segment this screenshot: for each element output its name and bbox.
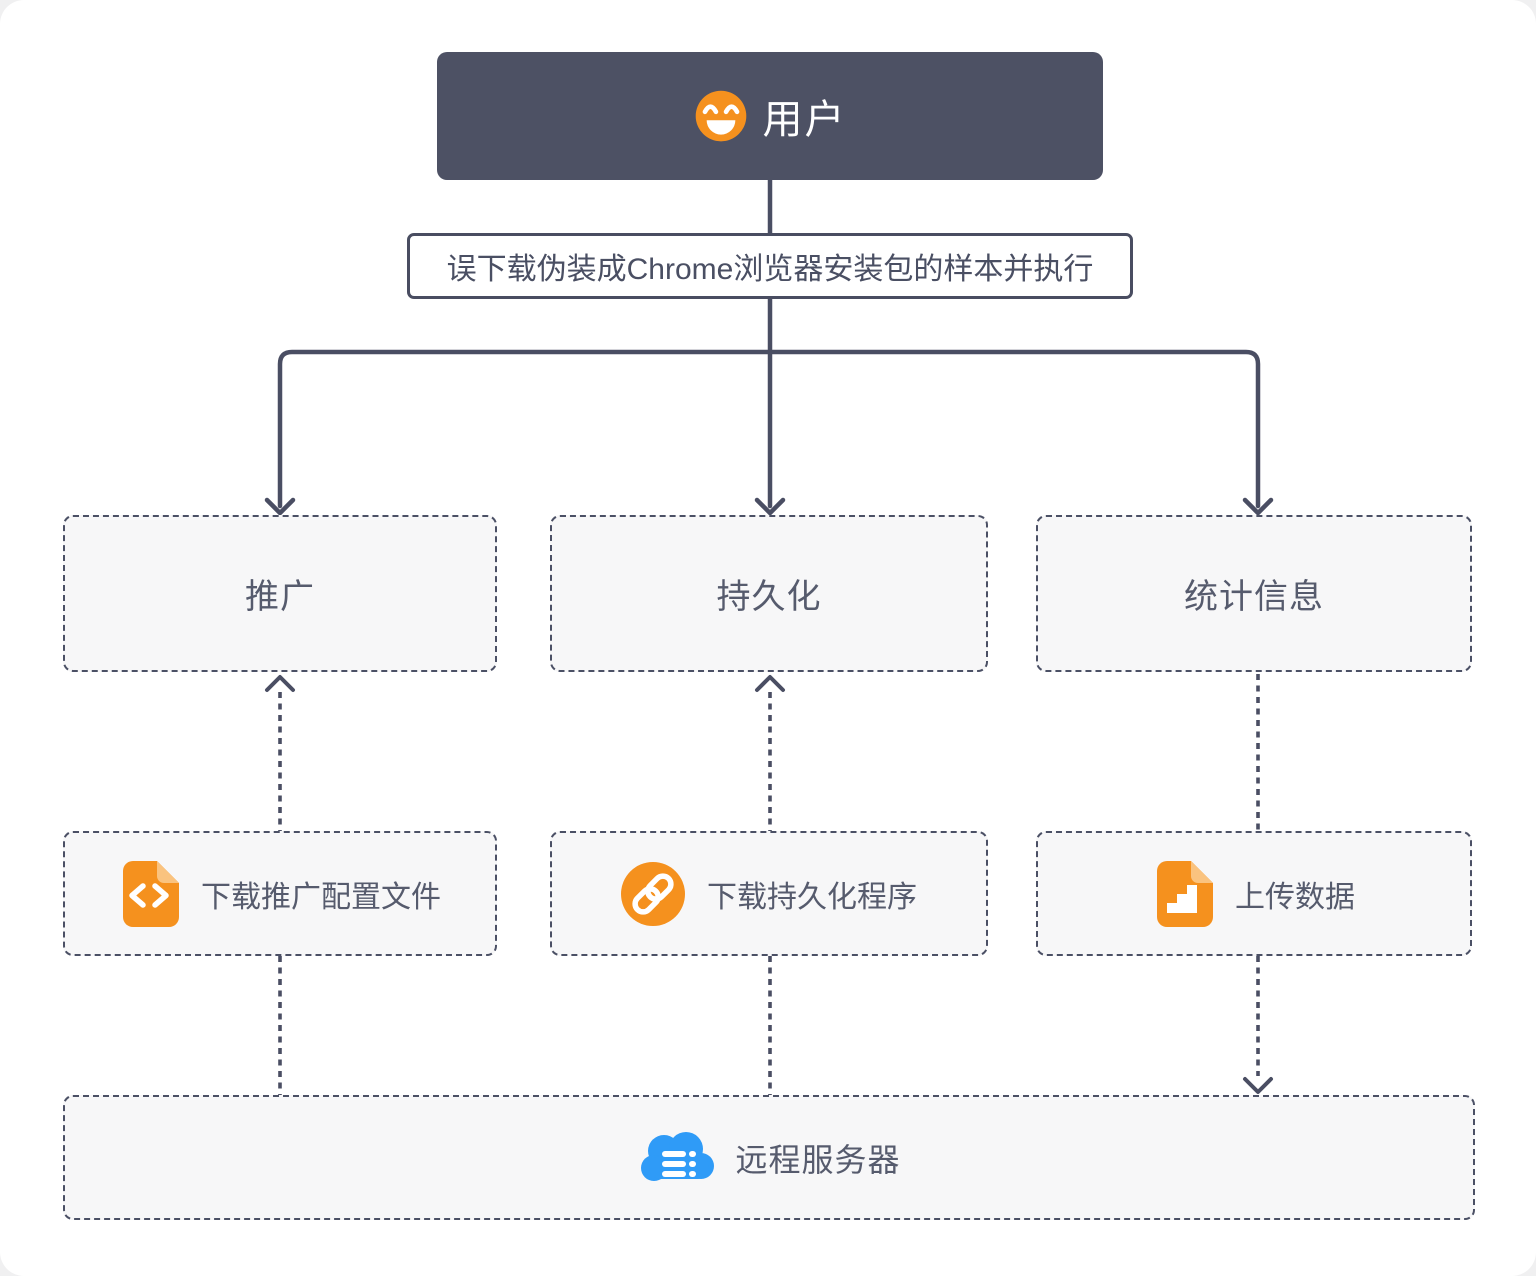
node-user: 用户 [437, 52, 1103, 180]
task-download-persistence-label: 下载持久化程序 [707, 880, 917, 914]
smiley-icon [694, 89, 748, 143]
edge-action-promotion [277, 349, 773, 509]
node-task-download-config: 下载推广配置文件 [63, 831, 497, 956]
user-label: 用户 [762, 98, 847, 142]
node-category-persistence: 持久化 [550, 515, 988, 672]
arrowhead-down-server [1243, 1077, 1273, 1094]
arrowhead-down-statistics [1242, 497, 1274, 516]
node-category-promotion: 推广 [63, 515, 497, 672]
file-code-icon [119, 860, 179, 927]
category-statistics-label: 统计信息 [1184, 578, 1324, 616]
action-label: 误下载伪装成Chrome浏览器安装包的样本并执行 [446, 253, 1094, 286]
arrowhead-down-persistence [754, 497, 786, 516]
node-category-statistics: 统计信息 [1036, 515, 1472, 672]
link-icon [621, 861, 685, 926]
node-task-upload-data: 上传数据 [1036, 831, 1472, 956]
node-task-download-persistence: 下载持久化程序 [550, 831, 988, 956]
remote-server-label: 远程服务器 [735, 1141, 901, 1178]
task-upload-data-label: 上传数据 [1235, 880, 1355, 914]
category-persistence-label: 持久化 [716, 578, 822, 616]
edge-action-statistics [767, 349, 1261, 509]
arrowhead-down-promotion [264, 497, 296, 516]
node-remote-server: 远程服务器 [63, 1095, 1475, 1220]
node-action: 误下载伪装成Chrome浏览器安装包的样本并执行 [407, 233, 1133, 299]
task-download-config-label: 下载推广配置文件 [201, 880, 441, 914]
arrowhead-up-promotion [265, 675, 295, 692]
arrowhead-up-persistence [755, 675, 785, 692]
cloud-server-icon [637, 1126, 717, 1190]
category-promotion-label: 推广 [245, 578, 315, 616]
file-chart-icon [1153, 860, 1213, 927]
